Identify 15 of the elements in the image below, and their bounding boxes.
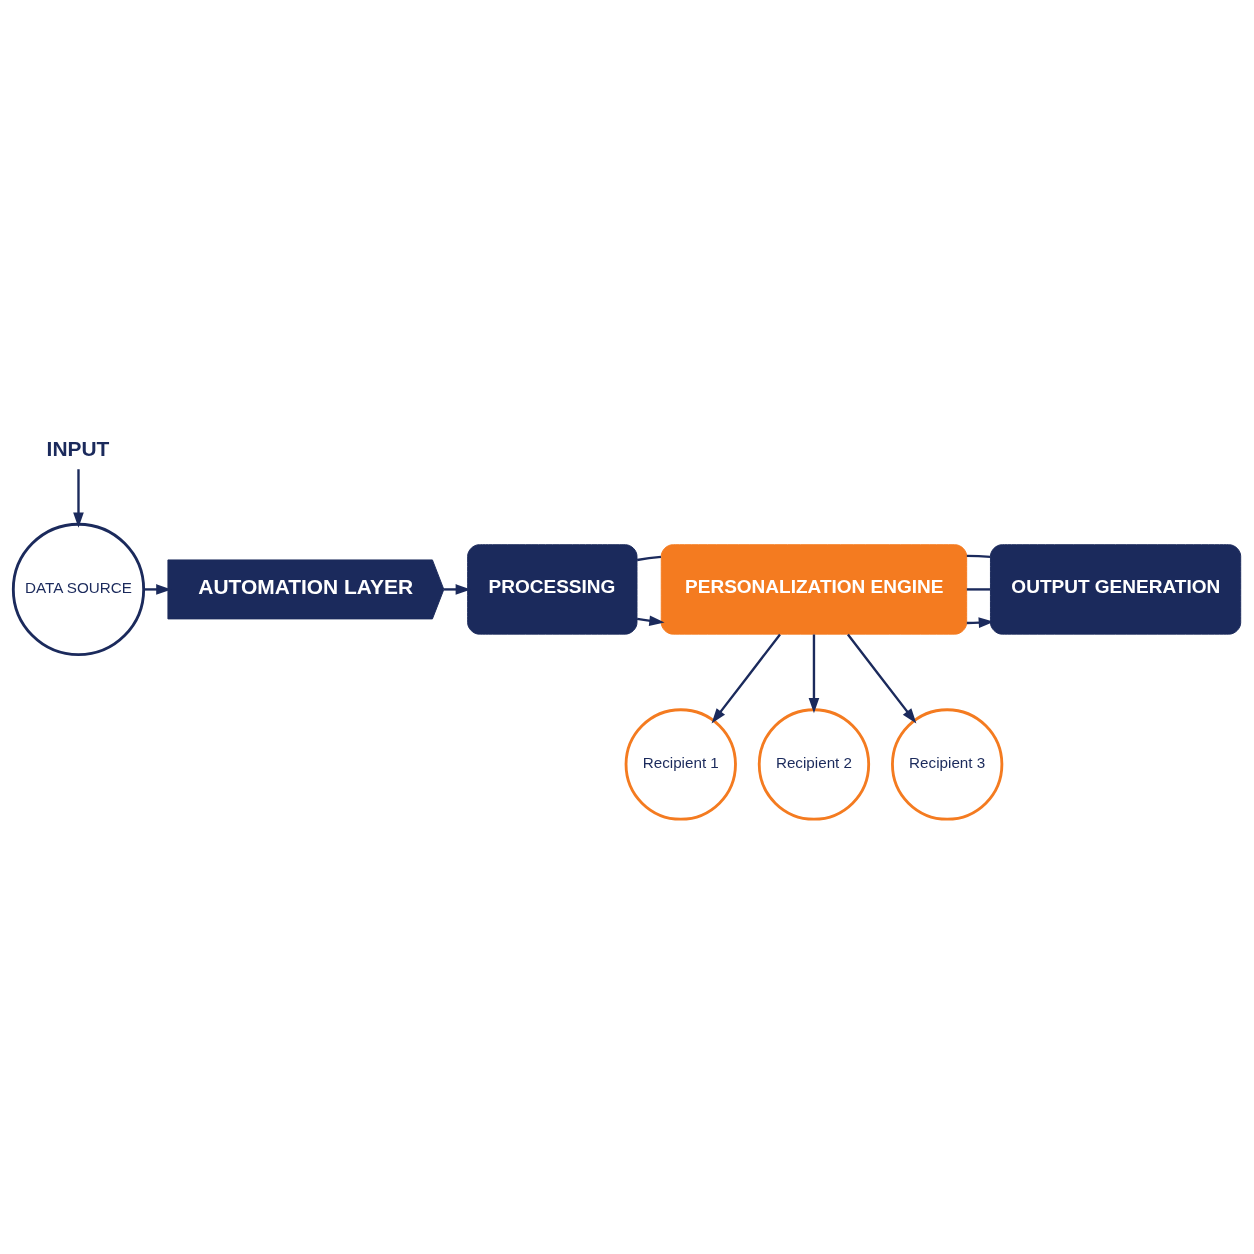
node-circle: Recipient 2 [757,708,871,821]
connector [966,588,991,591]
node-box: PROCESSING [467,544,638,635]
node-circle: DATA SOURCE [11,522,146,656]
node-text: INPUT [46,437,110,461]
arrow [444,584,471,595]
node-box: OUTPUT GENERATION [990,544,1242,635]
arrow [636,615,665,627]
arrow [711,633,781,724]
connector [636,555,662,562]
connector [966,554,991,559]
arrow [808,634,820,714]
node-box: PERSONALIZATION ENGINE [660,544,968,635]
arrow [846,633,917,724]
arrow [73,469,84,528]
